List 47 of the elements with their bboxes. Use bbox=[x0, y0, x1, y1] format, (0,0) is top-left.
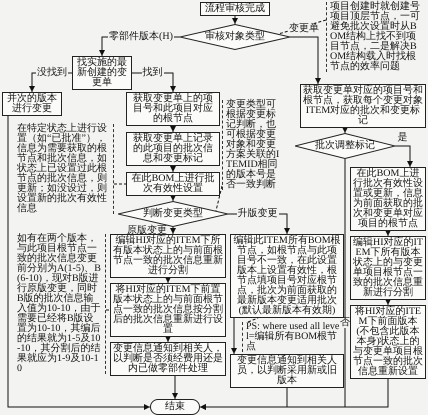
process-box: 在此BOM上进行批次有效性设置或更新，信息为前面获取的批次和变更单对应项目的根节点 bbox=[350, 167, 426, 231]
process-box: 编辑HI对应的ITEM下所有版本状态上的与变更单项目根节点一致的批次信息重新进行分割 bbox=[350, 236, 426, 300]
process-box: 在此BOM上进行批次有效性设置 bbox=[126, 172, 220, 196]
decision-diamond: 审核对象类型 bbox=[180, 24, 290, 50]
arrow bbox=[200, 378, 388, 410]
arrow bbox=[8, 116, 150, 410]
process-box: 编辑HI对应的ITEM下所有版本状态上的与前面根节点一致的批次信息重新进行分割 bbox=[110, 234, 226, 278]
leader-line bbox=[215, 186, 222, 212]
process-box: 流程审核完成 bbox=[200, 2, 270, 16]
process-box: 获取变更单对应的项目号和根节点，获取每个变更对象ITEM对应的批次和变更标记 bbox=[300, 84, 426, 128]
edge-label: 变更单 bbox=[288, 24, 320, 34]
process-box: 变更信息通知到相关人，以判断是否须经费用还是内已做零部件处理 bbox=[110, 342, 226, 376]
arrow bbox=[165, 277, 171, 284]
edge-label: 是 bbox=[396, 133, 408, 143]
arrow bbox=[165, 336, 171, 342]
process-box: 编辑此ITEM所有BOM根节点，如根节点与此项目号不一致，在此设置版本上设置有效性，根节点填项目号对应根节点，批次为前面获取的最新版本变更适用批次(默认最新版本有效期) bbox=[230, 234, 344, 318]
edge-label: 零部件版本(H) bbox=[108, 32, 174, 42]
annotation-note: 在特定状态上进行设置（如“已批准”），信息为需要获取的根节点和批次信息，如状态上已设置过此根节点的批次信息，则更新；如没设过，则设置新的批次有效性信息 bbox=[14, 124, 114, 214]
edge-label: 原版变更 bbox=[126, 226, 168, 236]
arrow bbox=[170, 126, 176, 132]
decision-diamond: 批次调整标记 bbox=[295, 133, 395, 159]
arrow bbox=[170, 195, 176, 202]
arrow bbox=[342, 127, 348, 134]
process-box: 将HI对应的ITEM下前面版本(不包含此版本本身)状态上的与变更单项目根节点一致的批次信息重新设置 bbox=[350, 305, 426, 379]
annotation-note: 如有在两个版本，与此项目根节点一致的批次信息变更前分别为A(1-5)、B(6-10)，现对B版进行原版变更，同时B版的批次信息输入值为10-10，由于需要已经将B版设置为10-10，其编后的结果就为1-5及10-10，其分割后的结果就应为1-9及10-10 bbox=[14, 234, 106, 374]
process-box: 获取变更单上的项目号和此项目对应的根节点 bbox=[126, 92, 220, 126]
arrow bbox=[170, 166, 176, 172]
edge-label: 没找到 bbox=[36, 68, 68, 78]
edge-label: 升版变更 bbox=[236, 209, 278, 219]
process-box: 变更信息通知到相关人员，以判断采用新或旧版本 bbox=[230, 354, 344, 388]
annotation-note: 变更类型可根据变更标记判断，也可根据变更对象和变更方案关联的ITEMID相同的版本号是否一致判断 bbox=[222, 100, 288, 190]
leader-line bbox=[248, 318, 258, 322]
arrow bbox=[385, 299, 391, 306]
process-box: 将HI对应的ITEM下前置版本状态上的与前面根节点一致的批次信息按分割后的批次信息重新进行设置 bbox=[110, 283, 226, 337]
arrow bbox=[394, 146, 413, 168]
arrow bbox=[385, 230, 391, 236]
arrow bbox=[172, 376, 178, 400]
process-box: 找实施的最新创建的变更单 bbox=[72, 56, 132, 90]
edge-label: 找到 bbox=[142, 68, 164, 78]
end-terminal: 结束 bbox=[150, 399, 200, 415]
process-box: 获取变更单上记录的此项目的批次信息和变更标记 bbox=[126, 132, 220, 166]
annotation-note: 项目创建时就创建号项目顶层节点，一可避免批次设置时从BOM结构上找不到项目节点，二是解决BOM结构载入时找根节点的效率问题 bbox=[326, 2, 426, 72]
arrow bbox=[290, 36, 321, 84]
arrow bbox=[170, 226, 176, 234]
arrow bbox=[231, 318, 237, 354]
arrow bbox=[232, 16, 238, 24]
process-box: 并次的版本进行变更 bbox=[2, 92, 62, 116]
